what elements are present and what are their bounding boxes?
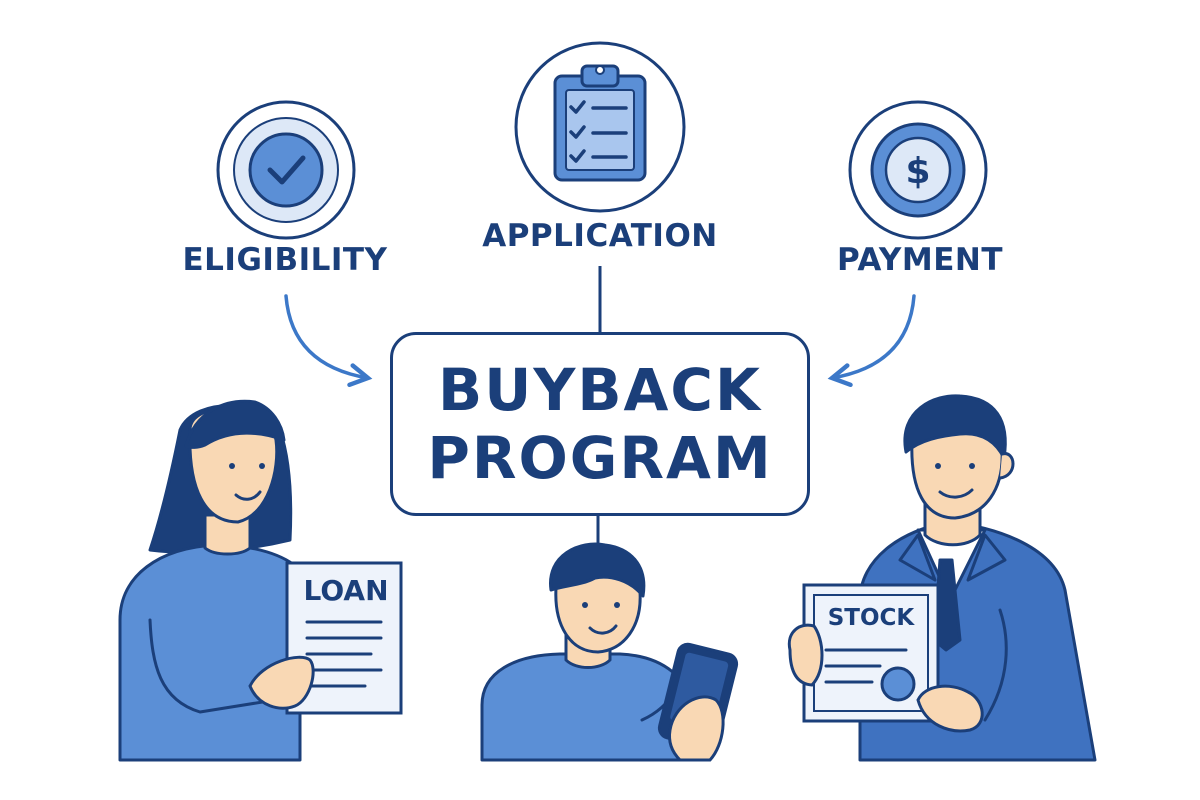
businessman-left-hand xyxy=(787,623,824,687)
eligibility-arrow xyxy=(284,294,373,388)
loan-document-title: LOAN xyxy=(303,574,389,607)
title-line-2: PROGRAM xyxy=(427,424,773,492)
businessman-right-hand xyxy=(916,684,984,733)
stock-certificate xyxy=(802,583,940,723)
check-circle-icon xyxy=(216,100,356,240)
young-man-figure xyxy=(480,542,694,762)
svg-text:$: $ xyxy=(905,151,930,192)
dollar-coin-icon: $ xyxy=(848,100,988,240)
clipboard-checklist-icon xyxy=(514,41,686,213)
young-man-hand xyxy=(668,695,725,762)
title-line-1: BUYBACK xyxy=(438,356,762,424)
buyback-program-box: BUYBACK PROGRAM xyxy=(390,332,810,516)
woman-hand xyxy=(248,655,315,710)
eligibility-label: ELIGIBILITY xyxy=(182,242,388,278)
stock-certificate-title: STOCK xyxy=(827,605,915,631)
woman-figure xyxy=(118,399,302,762)
payment-label: PAYMENT xyxy=(837,242,1003,278)
payment-arrow xyxy=(827,294,916,388)
application-label: APPLICATION xyxy=(482,218,718,254)
